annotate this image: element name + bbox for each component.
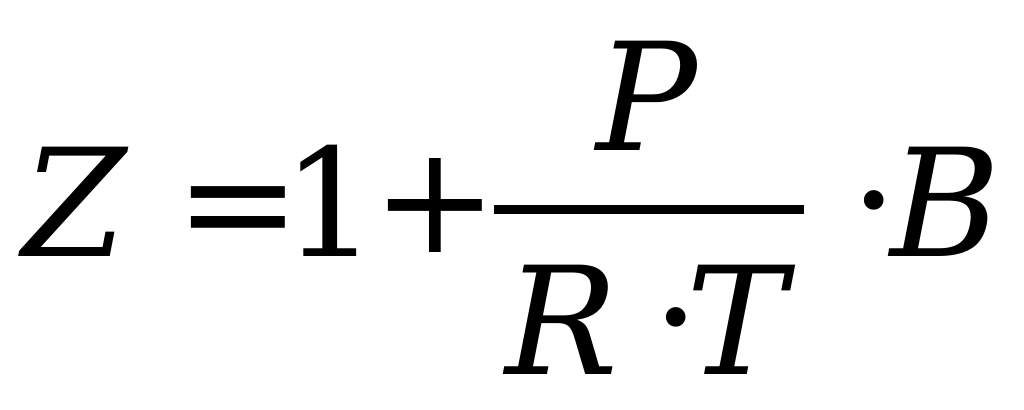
denominator-multiplication-dot: ·	[652, 231, 700, 405]
variable-z: Z	[22, 118, 127, 292]
denominator-r: R	[505, 236, 618, 410]
numerator-p: P	[596, 12, 697, 186]
equals-sign: =	[175, 116, 301, 290]
denominator-t: T	[686, 236, 787, 410]
fraction-bar	[494, 205, 804, 214]
multiplication-dot: ·	[850, 114, 898, 288]
plus-sign: +	[372, 114, 498, 288]
number-one: 1	[282, 118, 378, 292]
variable-b: B	[890, 118, 1001, 292]
